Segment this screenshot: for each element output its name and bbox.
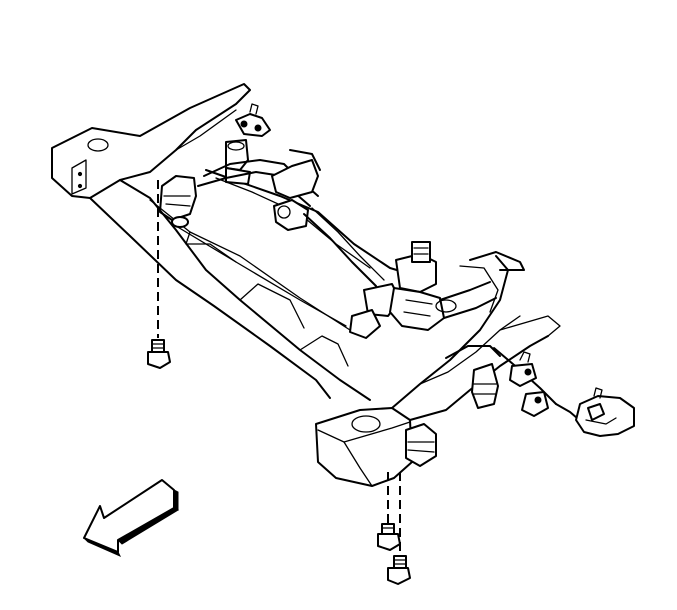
bolt-right-upper	[377, 472, 401, 551]
bolt-left	[147, 180, 171, 369]
stabilizer-link-left	[225, 103, 271, 185]
bolt-right-lower	[387, 472, 411, 585]
left-lower-control-arm-bushing	[159, 175, 197, 228]
stabilizer-bar	[197, 149, 321, 231]
tie-rod-end-right	[555, 387, 635, 437]
front-arrow-icon	[83, 479, 180, 558]
steering-linkage	[303, 207, 401, 339]
right-lower-control-arm-bushing	[405, 345, 501, 467]
steering-gear	[389, 241, 497, 331]
stabilizer-link-right	[493, 347, 557, 417]
